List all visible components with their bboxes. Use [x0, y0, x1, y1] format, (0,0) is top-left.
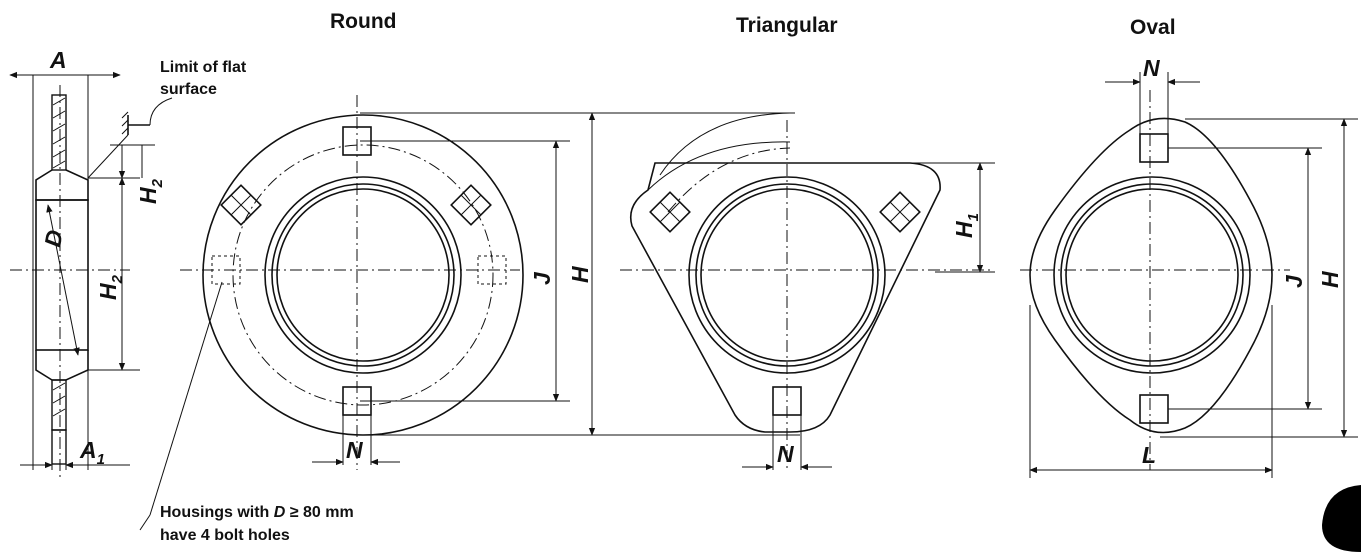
- dim-label-H-oval: H: [1317, 271, 1343, 288]
- dim-label-D: D: [39, 228, 67, 249]
- note-flat-limit-2: surface: [160, 81, 217, 98]
- note-bolt-holes-1: Housings with D ≥ 80 mm: [160, 504, 354, 521]
- title-triangular: Triangular: [736, 14, 838, 37]
- dim-label-A1: A1: [79, 437, 105, 468]
- note-flat-limit-1: Limit of flat: [160, 59, 247, 76]
- dim-label-H1: H1: [951, 213, 982, 238]
- note-bolt-holes-2: have 4 bolt holes: [160, 527, 290, 544]
- triangular-housing: N H1: [620, 112, 995, 471]
- title-round: Round: [330, 10, 396, 33]
- page-corner-mark: [1322, 485, 1361, 552]
- round-housing: N J H: [139, 95, 800, 531]
- dim-label-H2-lower: H2: [95, 274, 126, 300]
- dim-label-H-round: H: [567, 266, 593, 283]
- dim-label-J-oval: J: [1281, 274, 1307, 288]
- dim-label-N-triangular: N: [777, 441, 794, 467]
- oval-housing: N J H L: [1020, 55, 1358, 478]
- side-section-view: A D H2 H2 Limit of fla: [9, 47, 247, 480]
- dim-label-J-round: J: [529, 271, 555, 285]
- dim-label-H2-upper: H2: [135, 178, 166, 204]
- dim-label-N-round: N: [346, 437, 363, 463]
- title-oval: Oval: [1130, 16, 1176, 39]
- dim-label-A: A: [49, 47, 67, 73]
- dim-label-L: L: [1142, 442, 1156, 468]
- dim-label-N-oval: N: [1143, 55, 1160, 81]
